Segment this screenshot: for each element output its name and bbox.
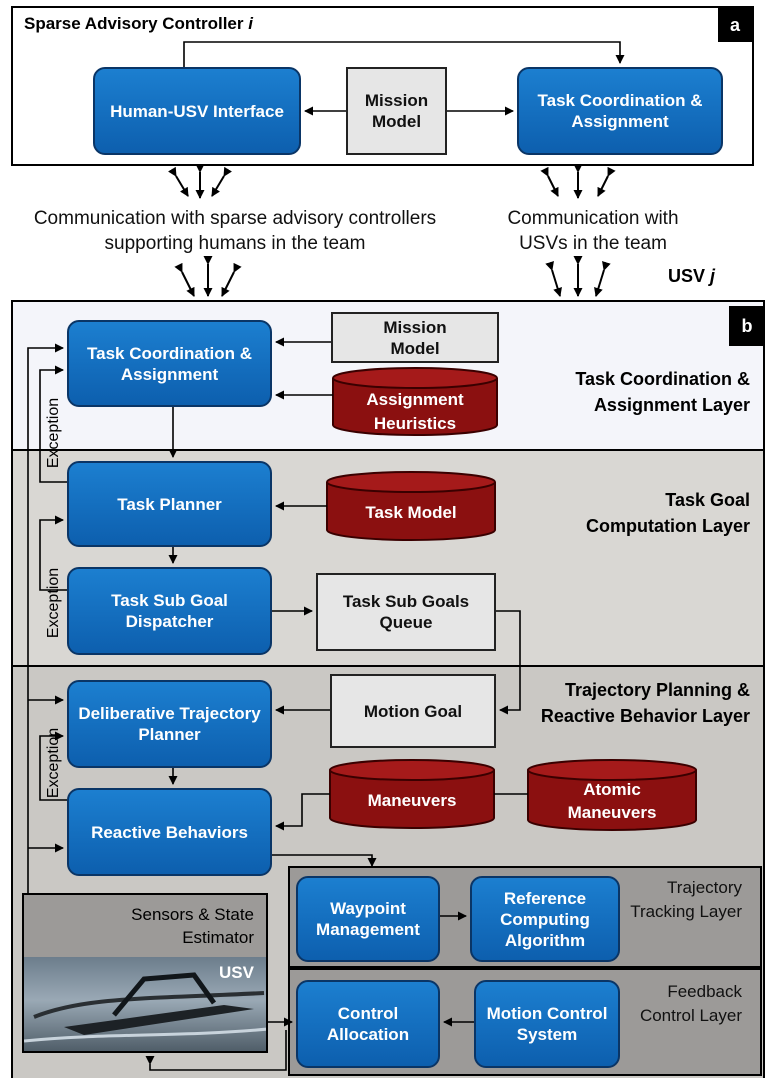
layer3-label: Trajectory Planning & Reactive Behavior … bbox=[540, 680, 750, 726]
sub-goals-queue-box: Task Sub Goals Queue bbox=[316, 573, 496, 651]
sub-goal-dispatcher-box: Task Sub Goal Dispatcher bbox=[67, 567, 272, 655]
usv-j-label: USV j bbox=[668, 266, 715, 287]
sensors-label: Sensors & State Estimator bbox=[131, 905, 254, 947]
panel-a-title-text: Sparse Advisory Controller bbox=[24, 14, 249, 33]
task-coordination-box-a: Task Coordination & Assignment bbox=[517, 67, 723, 155]
layer1-label: Task Coordination & Assignment Layer bbox=[575, 369, 750, 415]
usv-frame bbox=[112, 972, 217, 1017]
usv-photo-label: USV bbox=[219, 963, 254, 982]
comm-right-text: Communication with USVs in the team bbox=[507, 208, 679, 254]
layer2-label: Task Goal Computation Layer bbox=[585, 490, 750, 536]
deliberative-planner-box: Deliberative Trajectory Planner bbox=[67, 680, 272, 768]
panel-a-title: Sparse Advisory Controller i bbox=[24, 14, 253, 34]
exception-label-3: Exception bbox=[45, 727, 62, 799]
usv-wake bbox=[24, 1027, 266, 1043]
usv-wave bbox=[33, 991, 265, 1019]
comm-left-text: Communication with sparse advisory contr… bbox=[33, 208, 437, 254]
mission-model-box-b: Mission Model bbox=[331, 312, 499, 363]
usv-hull bbox=[64, 1005, 254, 1035]
motion-control-box: Motion Control System bbox=[474, 980, 620, 1068]
human-usv-interface-box: Human-USV Interface bbox=[93, 67, 301, 155]
reactive-behaviors-box: Reactive Behaviors bbox=[67, 788, 272, 876]
motion-goal-box: Motion Goal bbox=[330, 674, 496, 748]
reference-computing-box: Reference Computing Algorithm bbox=[470, 876, 620, 962]
waypoint-management-box: Waypoint Management bbox=[296, 876, 440, 962]
task-planner-box: Task Planner bbox=[67, 461, 272, 547]
task-coordination-box-b: Task Coordination & Assignment bbox=[67, 320, 272, 407]
usv-label-var: j bbox=[710, 266, 716, 286]
exception-label-2: Exception bbox=[45, 567, 62, 639]
feedback-layer-label: Feedback Control Layer bbox=[639, 982, 742, 1025]
sensors-box: Sensors & State Estimator USV bbox=[22, 893, 268, 1053]
panel-a-title-var: i bbox=[248, 14, 253, 33]
usv-photo: USV bbox=[24, 957, 266, 1051]
panel-b-badge: b bbox=[729, 306, 765, 346]
panel-a-badge: a bbox=[718, 8, 752, 42]
control-allocation-box: Control Allocation bbox=[296, 980, 440, 1068]
usv-boat-illustration bbox=[24, 972, 266, 1043]
usv-label-text: USV bbox=[668, 266, 711, 286]
exception-label-1: Exception bbox=[45, 397, 62, 469]
tracking-layer-label: Trajectory Tracking Layer bbox=[630, 878, 742, 921]
mission-model-box-a: Mission Model bbox=[346, 67, 447, 155]
